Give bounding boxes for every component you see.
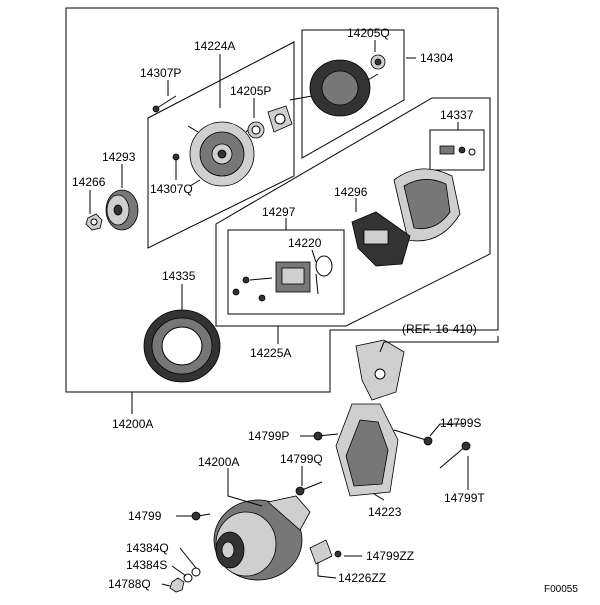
label-14384Q: 14384Q: [126, 541, 169, 555]
rotor-group-box: [301, 29, 405, 159]
bolt-14799P-part: [313, 431, 339, 441]
rotor-part: [289, 59, 379, 117]
nut-washers-part: [169, 567, 201, 593]
label-14226ZZ: 14226ZZ: [338, 571, 386, 585]
label-14205Q: 14205Q: [347, 26, 390, 40]
label-14293: 14293: [102, 150, 136, 164]
label-14335: 14335: [162, 269, 196, 283]
label-14799T: 14799T: [444, 491, 485, 505]
label-ref-16-410: (REF. 16-410): [402, 322, 477, 336]
pulley-nut-part: [85, 213, 103, 231]
terminal-subgroup-box: [429, 129, 485, 171]
alternator-assembly-box: [65, 7, 499, 393]
label-14799P: 14799P: [248, 429, 289, 443]
brush-holder-part: [232, 261, 311, 302]
label-14224A: 14224A: [194, 39, 235, 53]
leader-lines: [89, 40, 499, 587]
label-14220: 14220: [288, 236, 322, 250]
label-14788Q: 14788Q: [108, 577, 151, 591]
label-14200A-bottom: 14200A: [198, 455, 239, 469]
pulley-part: [105, 189, 139, 231]
alternator-bracket-part: [335, 403, 399, 497]
label-14384S: 14384S: [126, 558, 167, 572]
front-bracket-group-box: [147, 41, 295, 249]
bolt-14799S-part: [393, 429, 433, 446]
label-14799S: 14799S: [440, 416, 481, 430]
bolt-14799Q-part: [295, 481, 323, 496]
label-14304: 14304: [420, 51, 454, 65]
label-14799ZZ: 14799ZZ: [366, 549, 414, 563]
figure-code: F00055: [544, 584, 578, 595]
label-14223: 14223: [368, 505, 402, 519]
stator-part: [143, 309, 221, 383]
terminal-cover-part: [309, 539, 342, 565]
label-14266: 14266: [72, 175, 106, 189]
front-bearing-part: [247, 121, 265, 139]
label-14337: 14337: [440, 108, 474, 122]
label-14799: 14799: [128, 509, 162, 523]
label-14225A: 14225A: [250, 346, 291, 360]
through-bolt-part: [152, 95, 177, 113]
terminal-part: [439, 145, 476, 156]
alternator-assembly-part: [213, 495, 311, 581]
rear-bearing-part: [370, 54, 386, 70]
front-bracket-part: [187, 121, 255, 187]
bearing-retainer-part: [267, 105, 293, 133]
rear-bracket-group-box: [215, 97, 491, 327]
regulator-part: [351, 211, 411, 267]
rear-bracket-part: [393, 168, 461, 242]
screw-part: [172, 153, 180, 168]
label-14307P: 14307P: [140, 66, 181, 80]
label-14296: 14296: [334, 185, 368, 199]
label-14200A-top: 14200A: [112, 417, 153, 431]
label-14307Q: 14307Q: [150, 182, 193, 196]
bolt-14799-part: [191, 511, 211, 521]
bolt-14799T-part: [439, 441, 471, 469]
spring-part: [315, 255, 333, 295]
label-14799Q: 14799Q: [280, 452, 323, 466]
label-14297: 14297: [262, 205, 296, 219]
mount-bracket-part: [355, 339, 405, 401]
label-14205P: 14205P: [230, 84, 271, 98]
